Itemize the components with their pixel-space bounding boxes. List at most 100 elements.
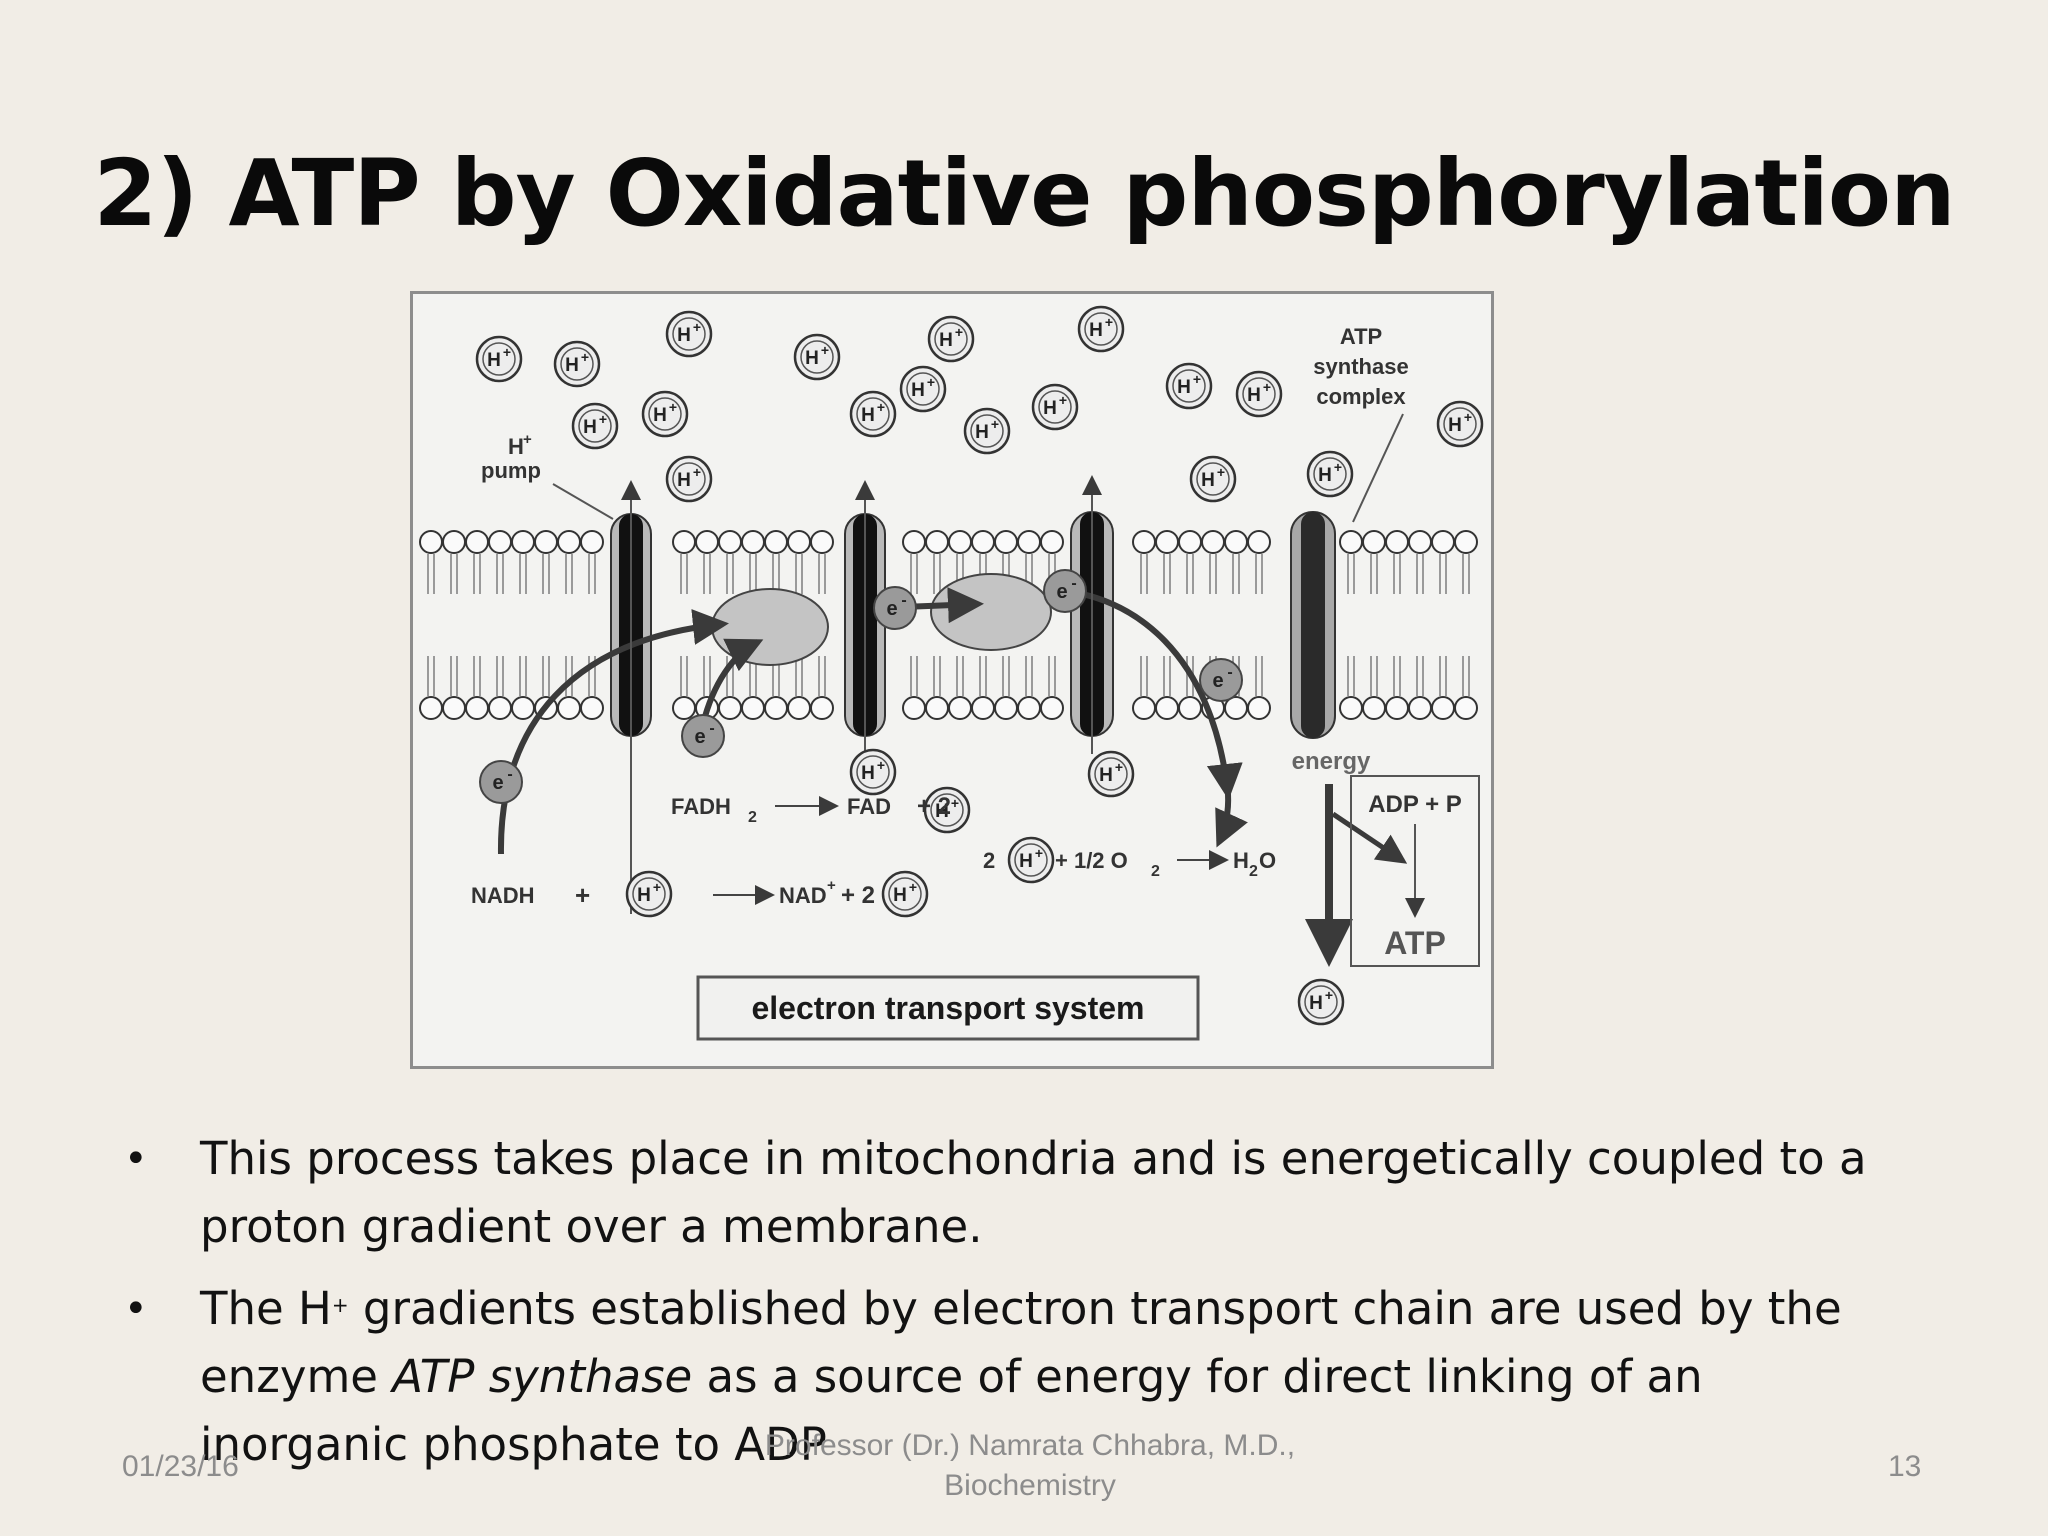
lipid-head [1408, 696, 1432, 720]
lipid-head [1431, 696, 1455, 720]
svg-text:+: + [955, 324, 963, 340]
svg-text:e: e [1056, 581, 1067, 603]
svg-text:-: - [507, 766, 512, 783]
footer-date: 01/23/16 [122, 1450, 239, 1483]
lipid-head [1178, 530, 1202, 554]
svg-text:+: + [1334, 459, 1342, 475]
proton-icon: H+ [1436, 400, 1484, 448]
h2o-h: H [1233, 848, 1249, 873]
svg-text:H: H [653, 405, 667, 426]
svg-text:+: + [951, 795, 959, 811]
atp-synthase-complex [1290, 511, 1336, 739]
lipid-head [442, 696, 466, 720]
electron-path-o2b [1215, 793, 1248, 848]
lipid-head [1132, 696, 1156, 720]
svg-text:+: + [581, 349, 589, 365]
proton-icon: H+ [665, 310, 713, 358]
nadh-plus: + [575, 880, 590, 910]
lipid-head [1201, 530, 1225, 554]
svg-text:H: H [1448, 415, 1462, 436]
proton-icon: H+ [641, 390, 689, 438]
lipid-head [925, 696, 949, 720]
fadh-text: FADH [671, 794, 731, 819]
lipid-head [1132, 530, 1156, 554]
lipid-head [1385, 530, 1409, 554]
electron-path-nadh [497, 609, 729, 855]
nad-plus2: + 2 [841, 882, 875, 909]
lipid-head [718, 696, 742, 720]
h-pump-label-pump: pump [481, 458, 541, 483]
lipid-head [1178, 696, 1202, 720]
lipid-head [718, 530, 742, 554]
svg-text:e: e [492, 772, 503, 794]
lipid-head [925, 530, 949, 554]
proton-icon: H+ [1235, 370, 1283, 418]
svg-text:H: H [1201, 470, 1215, 491]
bullet-item-2: • The H+ gradients established by electr… [120, 1275, 1920, 1479]
svg-text:+: + [991, 416, 999, 432]
lipid-head [1454, 530, 1478, 554]
lipid-head [741, 530, 765, 554]
electron-icon: e- [681, 714, 725, 758]
svg-text:+: + [1115, 759, 1123, 775]
svg-text:H: H [487, 350, 501, 371]
proton-icon: H+ [1306, 450, 1354, 498]
footer-author-line1: Professor (Dr.) Namrata Chhabra, M.D., [764, 1429, 1296, 1462]
proton-icon: H+ [1297, 978, 1345, 1026]
lipid-head [488, 696, 512, 720]
svg-text:H: H [1089, 320, 1103, 341]
proton-icon: H+ [1007, 836, 1055, 884]
svg-text:+: + [1464, 409, 1472, 425]
h-pump-label-sup: + [523, 431, 532, 448]
electron-icon: e- [479, 760, 523, 804]
lipid-head [1017, 530, 1041, 554]
electron-icon: e- [1043, 569, 1087, 613]
lipid-head [787, 530, 811, 554]
svg-text:+: + [1193, 371, 1201, 387]
lipid-head [787, 696, 811, 720]
lipid-head [1155, 530, 1179, 554]
svg-text:+: + [693, 464, 701, 480]
lipid-head [1431, 530, 1455, 554]
svg-text:H: H [861, 405, 875, 426]
etc-label-box [696, 975, 1200, 1041]
svg-text:+: + [1263, 379, 1271, 395]
lipid-head [442, 530, 466, 554]
lipid-head [1408, 530, 1432, 554]
o2-sub: 2 [1151, 863, 1160, 880]
lipid-head [672, 530, 696, 554]
svg-text:+: + [1059, 392, 1067, 408]
proton-icon: H+ [963, 407, 1011, 455]
lipid-head [902, 696, 926, 720]
proton-group: H+H+H+H+H+H+H+H+H+H+H+H+H+H+H+H+H+H+H+H+… [475, 305, 1484, 1026]
lipid-head [1362, 530, 1386, 554]
lipid-head [1362, 696, 1386, 720]
svg-text:+: + [669, 399, 677, 415]
lipid-head [1454, 696, 1478, 720]
lipid-head [1247, 530, 1271, 554]
atp-label: ATP [1384, 925, 1446, 961]
lipid-head [741, 696, 765, 720]
svg-text:+: + [877, 399, 885, 415]
bullet-list: • This process takes place in mitochondr… [120, 1125, 1920, 1493]
lipid-head [672, 696, 696, 720]
lipid-head [557, 530, 581, 554]
adp-p-label: ADP + P [1368, 791, 1462, 818]
lipid-head [1017, 696, 1041, 720]
svg-text:+: + [503, 344, 511, 360]
svg-text:+: + [1217, 464, 1225, 480]
lipid-head [511, 530, 535, 554]
proton-icon: H+ [1189, 455, 1237, 503]
svg-text:H: H [939, 330, 953, 351]
bullet-marker: • [124, 1286, 148, 1332]
lipid-head [419, 530, 443, 554]
svg-text:-: - [901, 592, 906, 609]
bullet-text-mid: gradients established by electron transp… [200, 1282, 1842, 1403]
energy-to-adp-arrow [1331, 811, 1408, 864]
atp-synthase-pointer [1352, 413, 1404, 523]
svg-text:H: H [935, 801, 949, 822]
lipid-head [534, 530, 558, 554]
svg-text:+: + [1035, 845, 1043, 861]
svg-text:H: H [1309, 993, 1323, 1014]
svg-text:+: + [693, 319, 701, 335]
